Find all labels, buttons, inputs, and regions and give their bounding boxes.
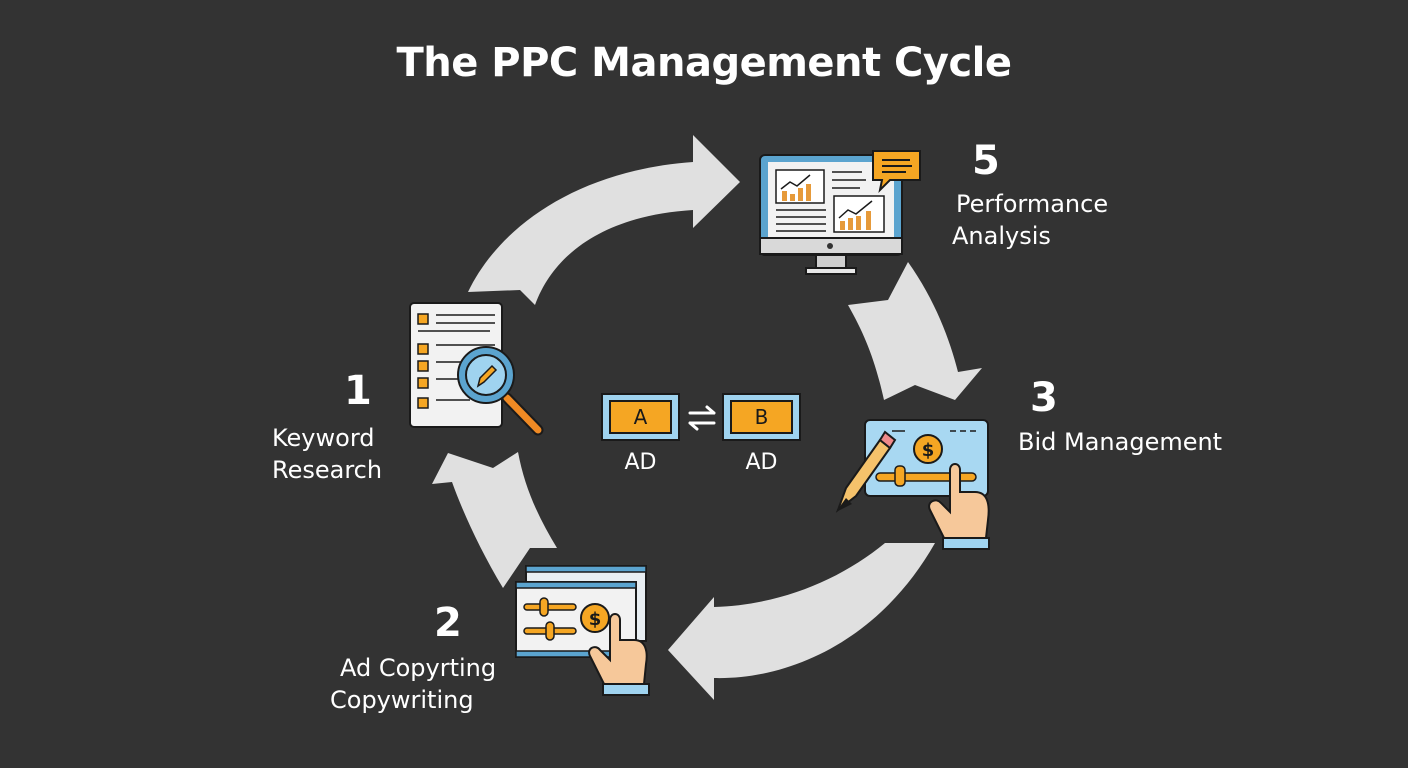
arrow-2-to-1 <box>432 452 557 588</box>
swap-arrows-icon <box>688 405 716 431</box>
step-1-number: 1 <box>344 368 372 414</box>
step-2-number: 2 <box>434 600 462 646</box>
arrow-5-to-3 <box>848 262 982 400</box>
ad-b-label: AD <box>745 450 778 475</box>
svg-text:$: $ <box>922 440 935 461</box>
svg-text:$: $ <box>589 609 602 630</box>
step-5-label-line1: Performance <box>956 190 1109 218</box>
step-2-label-line2: Copywriting <box>330 686 474 714</box>
step-5-label-line2: Analysis <box>952 222 1051 250</box>
ad-a-label: AD <box>624 450 657 475</box>
step-3-number: 3 <box>1030 375 1058 421</box>
arrow-1-to-5 <box>468 135 740 305</box>
step-5-number: 5 <box>972 138 1000 184</box>
step-2-label-line1: Ad Copyrting <box>340 654 497 682</box>
page-title: The PPC Management Cycle <box>396 40 1012 86</box>
step-1-label-line2: Research <box>272 456 383 484</box>
ad-a-letter: A <box>633 405 648 429</box>
step-1-label-line1: Keyword <box>272 424 375 452</box>
step-3-label-line1: Bid Management <box>1018 428 1223 456</box>
arrow-3-to-2 <box>668 543 935 700</box>
ad-b-letter: B <box>754 405 769 429</box>
